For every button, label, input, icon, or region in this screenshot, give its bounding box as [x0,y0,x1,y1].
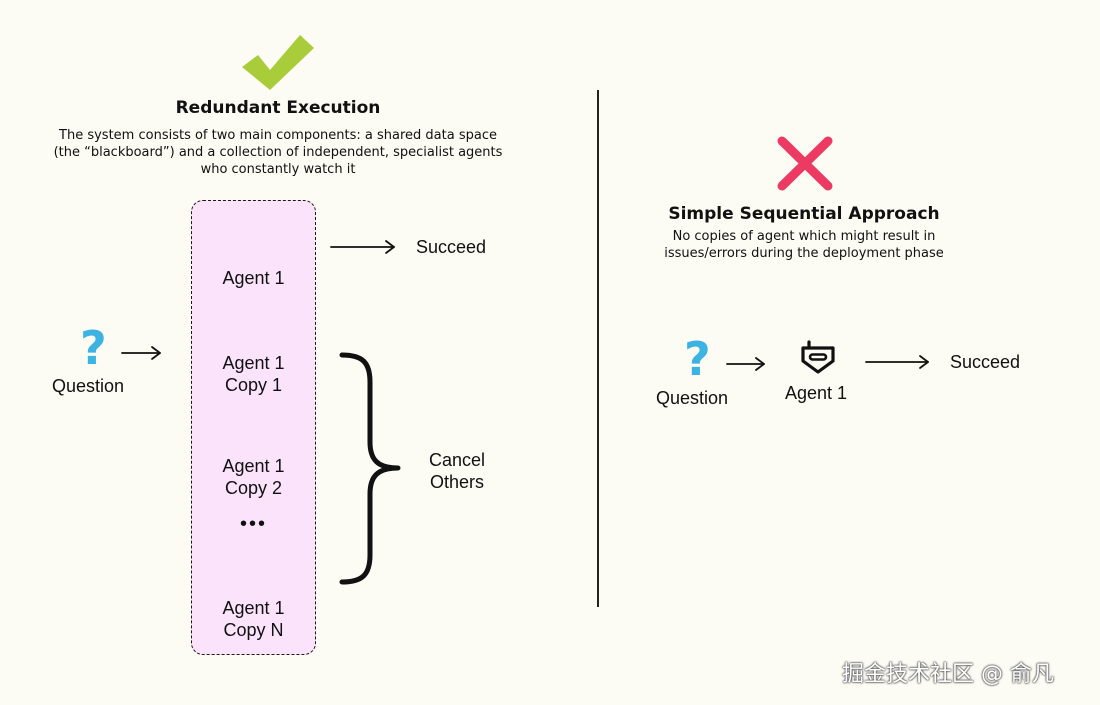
question-mark-icon: ? [80,321,107,375]
arrow-right-agent-to-succeed [865,355,929,369]
watermark: 掘金技术社区 @ 俞凡 [842,662,1054,687]
section-divider [597,90,599,607]
succeed-label: Succeed [416,237,487,257]
check-icon [242,35,314,90]
arrow-question-to-agents [121,346,161,360]
agent-copies-box [191,200,316,655]
arrow-right-question-to-agent [726,357,765,371]
right-title: Simple Sequential Approach [668,204,940,224]
cross-icon [777,136,833,191]
agent-label: Agent 1 Copy 1 [222,353,285,395]
agent-label: Agent 1 [222,268,285,288]
cancel-others-label: Cancel Others [428,450,486,492]
ellipsis: ••• [239,513,267,535]
left-description: The system consists of two main componen… [53,128,503,177]
left-title: Redundant Execution [175,98,381,118]
question-label: Question [656,388,729,408]
arrow-agent-to-succeed [330,240,395,254]
agent-label: Agent 1 Copy 2 [222,456,285,498]
right-description: No copies of agent which might result in… [664,229,944,261]
robot-icon [801,340,835,374]
agent-label: Agent 1 Copy N [222,598,285,640]
question-mark-icon: ? [684,332,711,386]
agent-label: Agent 1 [785,383,848,403]
curly-brace [339,352,401,585]
question-label: Question [52,376,125,396]
succeed-label: Succeed [950,352,1021,372]
